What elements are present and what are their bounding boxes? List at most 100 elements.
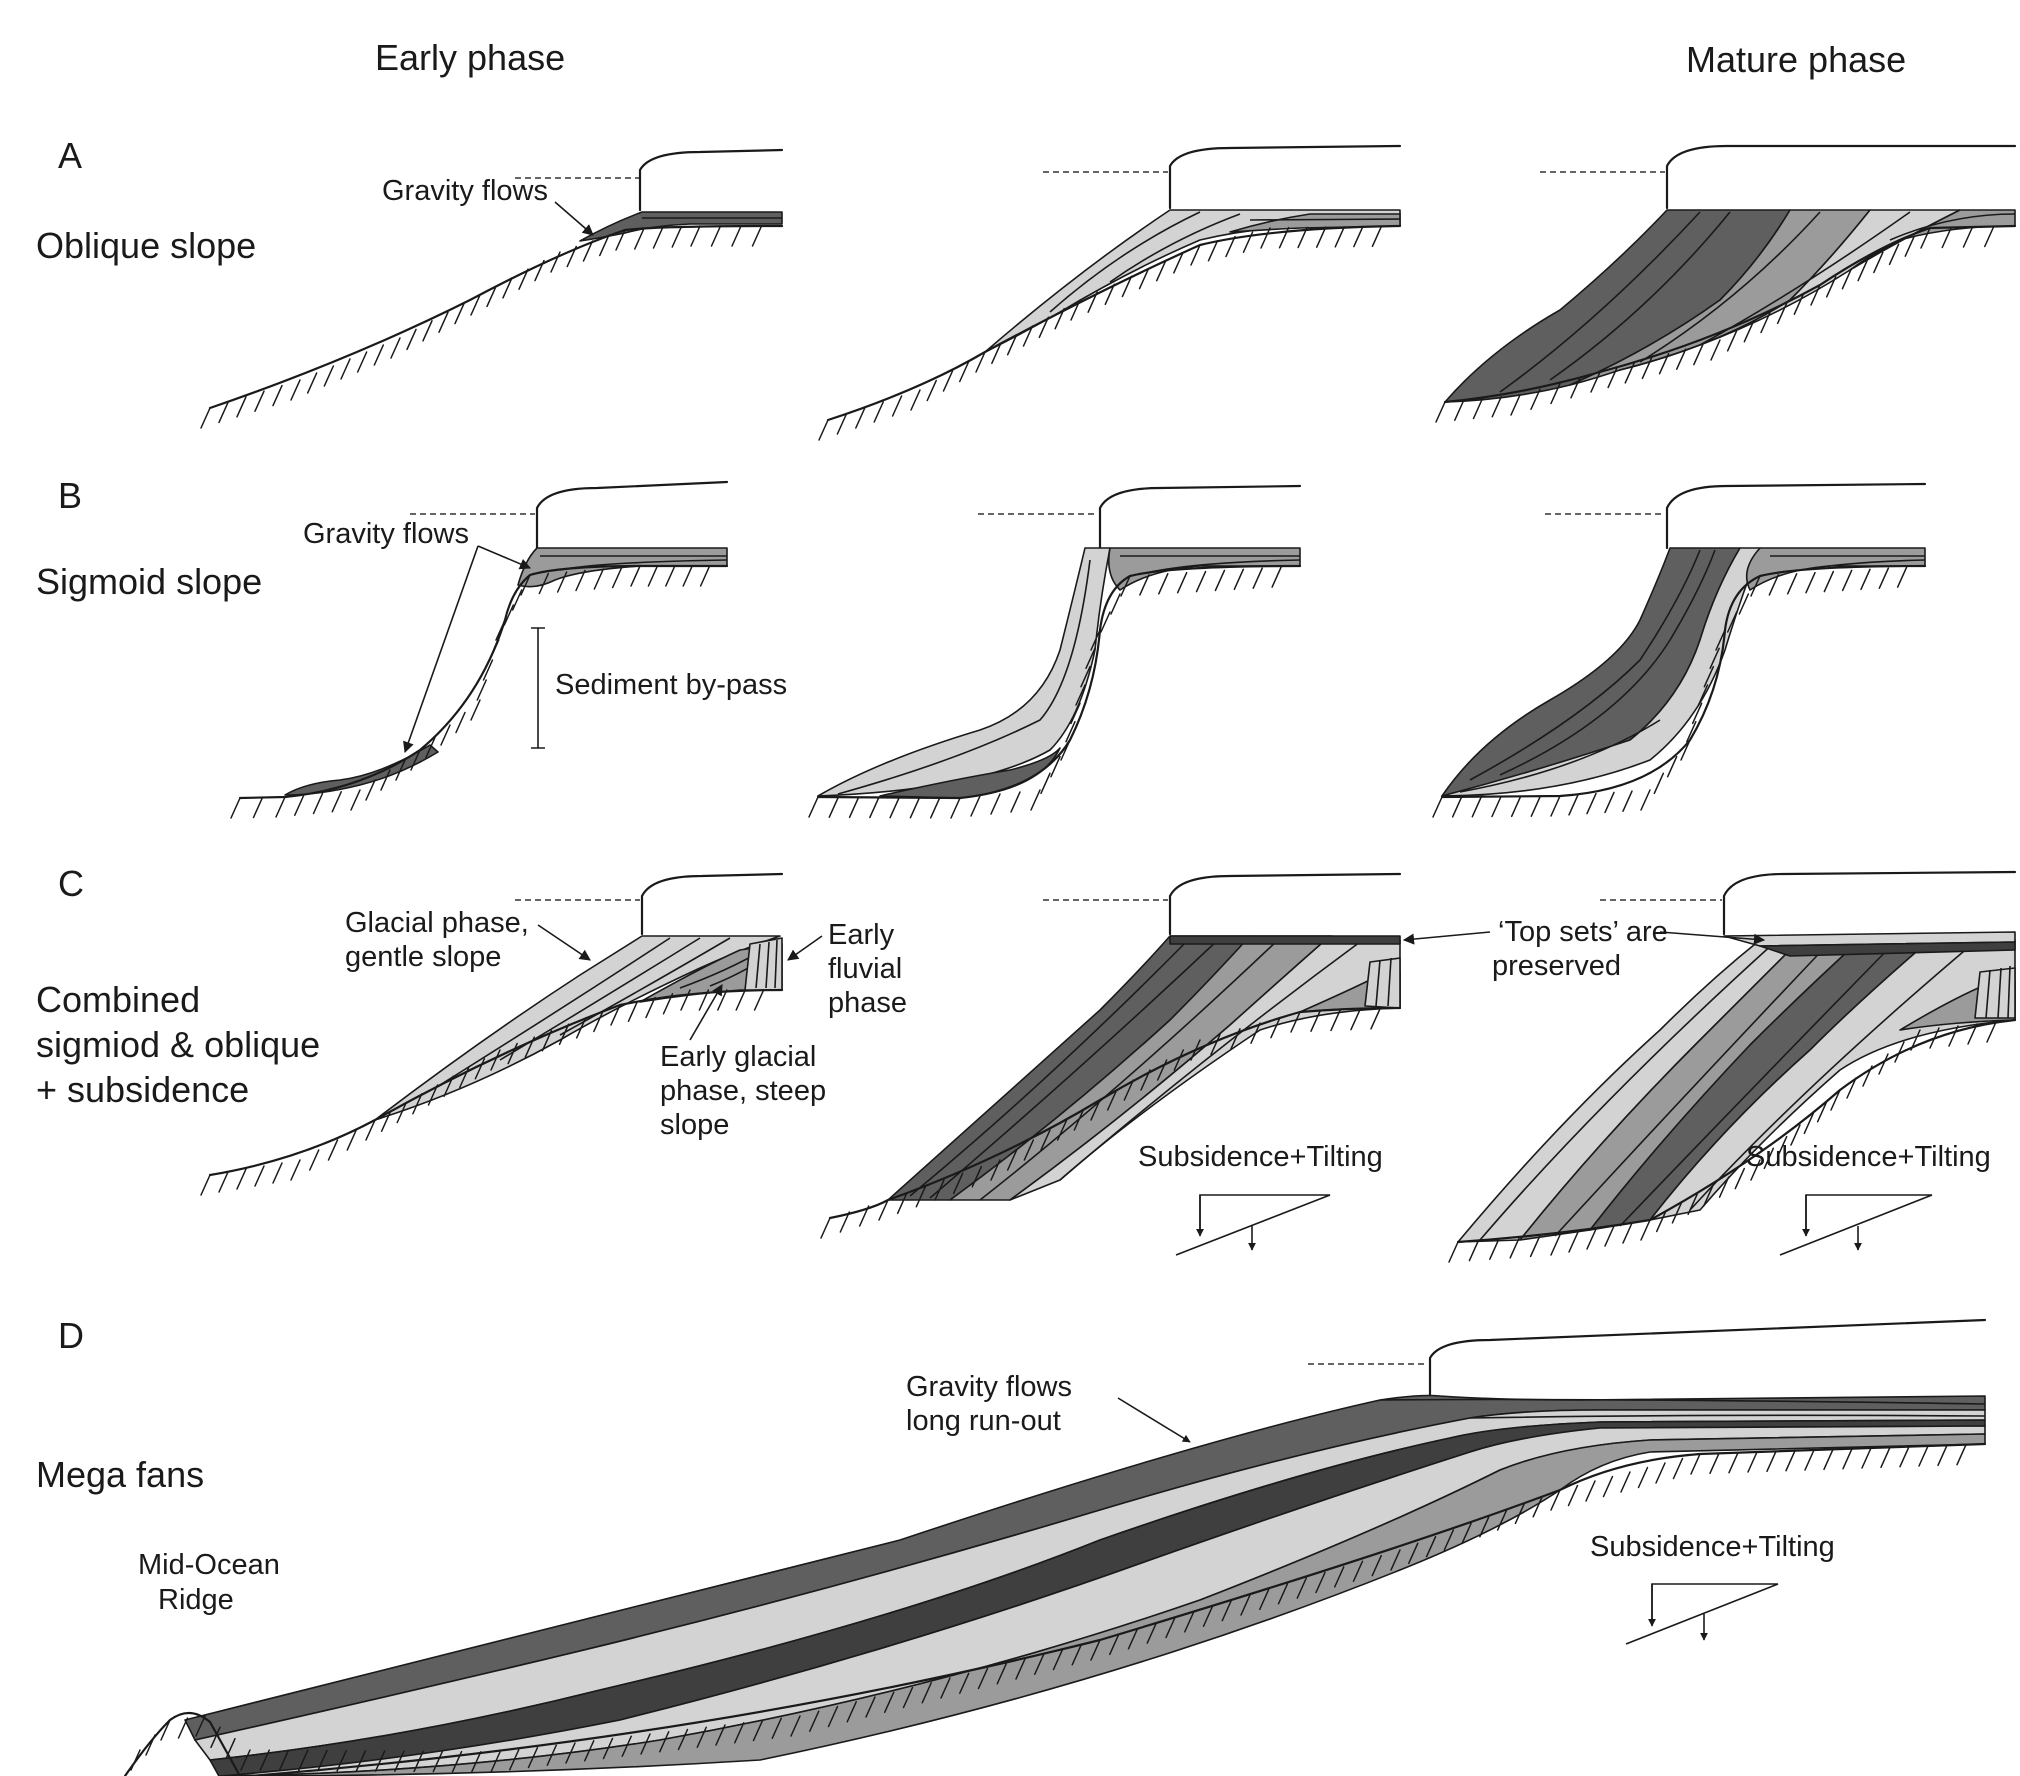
basement-hatch-tick <box>665 565 676 587</box>
basement-hatch-tick <box>1785 1449 1796 1472</box>
b3-topset <box>1745 547 1926 591</box>
c1-early-fluvial-label-line3: phase <box>828 987 907 1019</box>
basement-hatch-tick <box>1065 720 1076 743</box>
basement-hatch-tick <box>1087 291 1098 313</box>
basement-hatch-tick <box>662 993 674 1015</box>
basement-hatch-tick <box>309 1149 320 1171</box>
basement-hatch-tick <box>312 792 324 815</box>
basement-hatch-tick <box>1090 1639 1101 1661</box>
basement-hatch-tick <box>1918 1445 1929 1467</box>
basement-hatch-tick <box>698 989 710 1011</box>
basement-hatch-tick <box>1435 401 1446 423</box>
basement-hatch-tick <box>1509 1237 1520 1259</box>
basement-hatch-tick <box>432 1750 444 1773</box>
row-a-letter: A <box>58 135 82 176</box>
basement-hatch-tick <box>395 759 406 781</box>
basement-hatch-tick <box>1056 1119 1068 1141</box>
basement-hatch-tick <box>1075 684 1086 706</box>
basement-hatch-tick <box>910 389 921 411</box>
basement-hatch-tick <box>394 1750 405 1772</box>
basement-hatch-tick <box>751 225 763 247</box>
basement-hatch-tick <box>970 795 981 817</box>
basement-hatch-tick <box>1550 1489 1561 1511</box>
basement-hatch-tick <box>1334 1566 1345 1588</box>
basement-hatch-tick <box>1726 611 1738 633</box>
basement-hatch-tick <box>1060 739 1071 761</box>
panel-c-mature: Subsidence+Tilting <box>1448 870 2017 1263</box>
d-subsidence-tilting-icon <box>1625 1583 1779 1645</box>
basement-hatch-tick <box>1330 1009 1341 1032</box>
basement-hatch-tick <box>1697 684 1709 706</box>
basement-hatch-tick <box>524 1036 536 1058</box>
basement-hatch-tick <box>365 779 376 801</box>
basement-hatch-tick <box>827 1705 839 1728</box>
basement-hatch-tick <box>1607 366 1618 389</box>
basement-hatch-tick <box>926 379 937 402</box>
basement-hatch-tick <box>1109 1633 1120 1656</box>
basement-hatch-tick <box>218 1171 229 1193</box>
basement-hatch-tick <box>630 565 641 587</box>
basement-hatch-tick <box>1290 1011 1301 1033</box>
basement-hatch-tick <box>1550 795 1561 817</box>
basement-hatch-tick <box>1586 1228 1597 1250</box>
basement-hatch-tick <box>1860 568 1871 591</box>
basement-hatch-tick <box>518 268 529 290</box>
c1-early-glacial-label-line2: phase, steep <box>660 1075 826 1107</box>
basement-hatch-tick <box>602 1737 614 1760</box>
basement-hatch-tick <box>1718 1176 1730 1198</box>
basement-hatch-tick <box>1841 267 1853 290</box>
basement-hatch-tick <box>1173 1049 1185 1071</box>
basement-hatch-tick <box>1550 382 1561 405</box>
basement-hatch-tick <box>1703 665 1715 688</box>
basement-hatch-tick <box>1127 1628 1139 1650</box>
basement-hatch-tick <box>878 1199 889 1221</box>
basement-hatch-tick <box>451 1750 463 1773</box>
basement-hatch-tick <box>509 1749 520 1771</box>
basement-hatch-tick <box>902 1686 914 1709</box>
basement-hatch-tick <box>1297 226 1308 249</box>
c-top-sets-arrow-right <box>1659 931 1766 945</box>
basement-hatch-tick <box>1472 397 1484 420</box>
basement-hatch-tick <box>1139 574 1150 596</box>
basement-hatch-tick <box>396 1101 407 1124</box>
basement-hatch-tick <box>950 797 961 819</box>
basement-hatch-tick <box>1443 1529 1455 1551</box>
row-a-title: Oblique slope <box>36 225 256 266</box>
basement-hatch-tick <box>1371 1554 1382 1577</box>
basement-hatch-tick <box>1693 343 1704 366</box>
basement-hatch-tick <box>365 1119 376 1141</box>
basement-hatch-tick <box>565 1742 576 1764</box>
b1-topset-deposit <box>517 547 728 588</box>
basement-hatch-tick <box>380 769 391 791</box>
basement-hatch-tick <box>1468 1239 1480 1262</box>
basement-hatch-tick <box>1585 1480 1596 1502</box>
basement-hatch-tick <box>427 1084 439 1106</box>
basement-hatch-tick <box>1568 794 1579 816</box>
c1-early-fluvial-label-line2: fluvial <box>828 953 902 985</box>
basement-hatch-tick <box>240 1749 251 1771</box>
c-top-sets-arrow-left <box>1402 931 1491 945</box>
basement-hatch-tick <box>1691 702 1703 725</box>
basement-hatch-tick <box>621 1735 632 1757</box>
basement-hatch-tick <box>1910 1029 1921 1051</box>
basement-hatch-tick <box>1451 796 1463 818</box>
basement-hatch-tick <box>634 228 645 250</box>
basement-hatch-tick <box>929 797 941 819</box>
basement-hatch-tick <box>1491 396 1502 418</box>
basement-hatch-tick <box>959 1672 970 1694</box>
basement-hatch-tick <box>1015 1658 1026 1680</box>
basement-hatch-tick <box>1489 1238 1500 1260</box>
basement-hatch-tick <box>556 571 568 593</box>
basement-hatch-tick <box>1590 371 1601 393</box>
basement-hatch-tick <box>1040 772 1051 795</box>
basement-hatch-tick <box>527 1746 539 1769</box>
basement-hatch-tick <box>1805 571 1816 594</box>
basement-hatch-tick <box>236 396 247 418</box>
panel-b-middle <box>808 484 1302 819</box>
basement-hatch-tick <box>1816 1100 1828 1123</box>
basement-hatch-tick <box>1532 1495 1543 1518</box>
basement-hatch-tick <box>1207 240 1219 262</box>
basement-hatch-tick <box>836 413 848 435</box>
basement-hatch-tick <box>1140 1069 1151 1091</box>
basement-hatch-tick <box>1310 1010 1321 1032</box>
